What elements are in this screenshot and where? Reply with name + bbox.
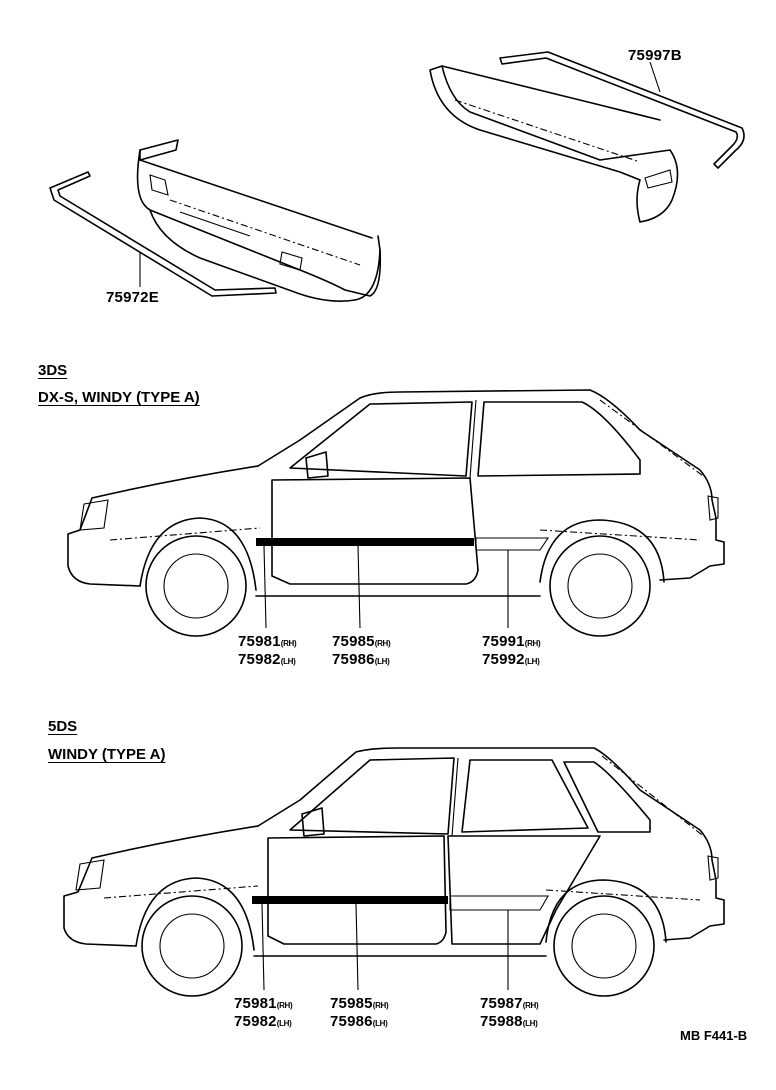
section-5ds-subtitle: WINDY (TYPE A) (48, 746, 166, 763)
rear-bumper (429, 65, 679, 223)
callout-3ds-1: 75981(RH) 75982(LH) (238, 633, 297, 668)
leader-rear-molding (649, 61, 661, 93)
section-5ds-title: 5DS (48, 718, 78, 735)
front-molding-strip (49, 171, 277, 297)
callout-5ds-3: 75987(RH) 75988(LH) (480, 995, 539, 1030)
label-front-molding: 75972E (106, 289, 159, 306)
car-5door (63, 747, 725, 997)
front-bumper (136, 139, 382, 302)
reference-code: MB F441-B (680, 1028, 748, 1043)
section-3ds-subtitle: DX-S, WINDY (TYPE A) (38, 389, 200, 406)
callout-5ds-1: 75981(RH) 75982(LH) (234, 995, 293, 1030)
callout-5ds-2: 75985(RH) 75986(LH) (330, 995, 389, 1030)
car-3door (67, 389, 725, 637)
label-rear-molding: 75997B (628, 47, 682, 64)
callout-3ds-3: 75991(RH) 75992(LH) (482, 633, 541, 668)
section-3ds-title: 3DS (38, 362, 68, 379)
rear-molding-strip (499, 51, 745, 169)
callout-3ds-2: 75985(RH) 75986(LH) (332, 633, 391, 668)
